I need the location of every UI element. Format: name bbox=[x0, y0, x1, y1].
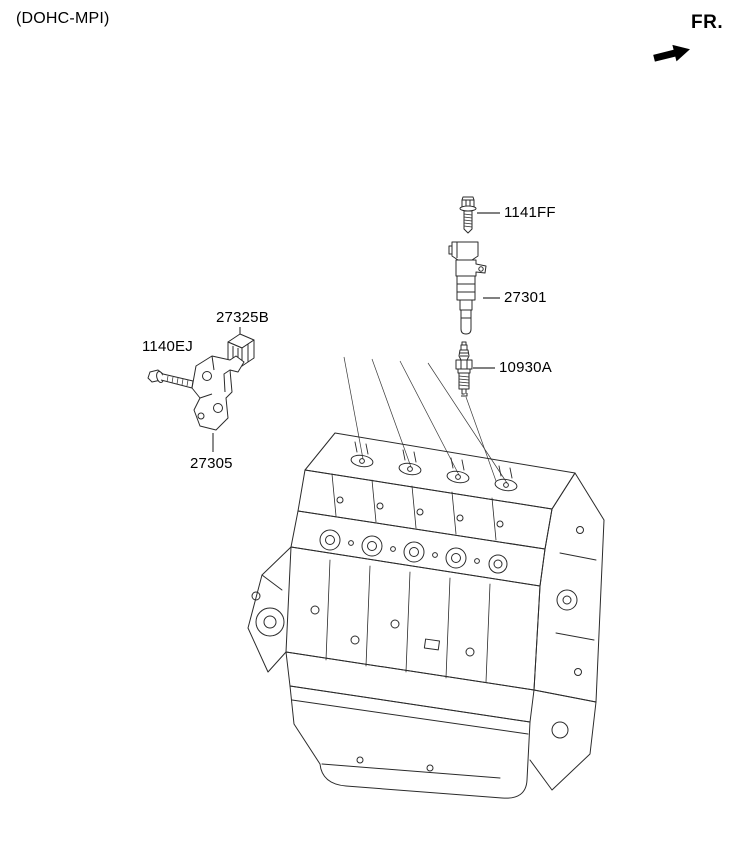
leader-guide-lines bbox=[344, 357, 507, 483]
bolt-1140ej-art[interactable] bbox=[148, 370, 193, 388]
part-label-10930A[interactable]: 10930A bbox=[499, 359, 552, 376]
part-label-27325B[interactable]: 27325B bbox=[216, 309, 269, 326]
part-label-1140EJ[interactable]: 1140EJ bbox=[142, 338, 193, 355]
part-label-27301[interactable]: 27301 bbox=[504, 289, 547, 306]
part-label-27305[interactable]: 27305 bbox=[190, 455, 233, 472]
bolt-1141ff-art[interactable] bbox=[460, 197, 476, 233]
part-label-1141FF[interactable]: 1141FF bbox=[504, 204, 556, 221]
engine-illustration bbox=[248, 433, 604, 798]
fr-arrow-icon bbox=[653, 44, 690, 62]
engine-type-label: (DOHC-MPI) bbox=[16, 10, 110, 27]
fr-label: FR. bbox=[691, 12, 724, 33]
bracket-art[interactable] bbox=[192, 356, 244, 430]
label-leader-lines bbox=[213, 213, 500, 452]
ignition-coil-art[interactable] bbox=[449, 242, 486, 334]
spark-plug-art[interactable] bbox=[456, 342, 472, 396]
